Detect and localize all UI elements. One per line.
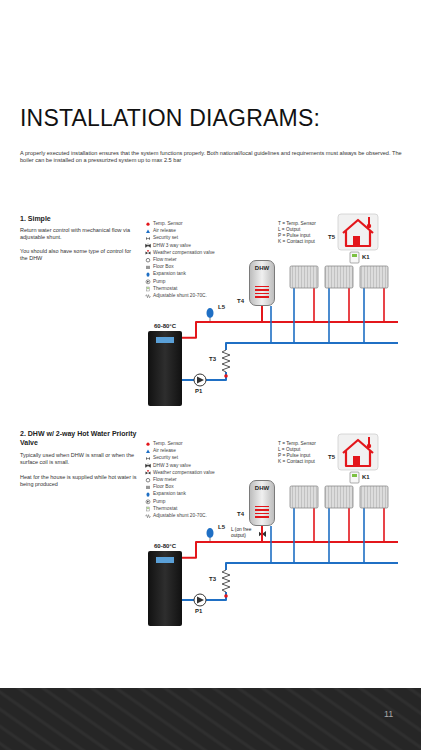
legend-symbol	[146, 237, 150, 240]
section-text: Typically used when DHW is small or when…	[20, 452, 138, 466]
legend-symbol	[146, 500, 150, 504]
callout-label: P1	[194, 608, 203, 616]
temperature-label: 60-80°C	[148, 323, 182, 331]
legend-symbol	[146, 287, 149, 291]
intro-text: A properly executed installation ensures…	[20, 150, 405, 164]
key-line: L = Output	[278, 447, 300, 453]
callout-label: T4	[236, 511, 245, 519]
page-number: 11	[384, 709, 393, 720]
callout-label: L (on free output)	[230, 527, 259, 539]
legend-text: Weather compensation valve	[153, 250, 215, 256]
legend-text: Adjustable shunt 20-70C.	[153, 293, 207, 299]
legend-text: Weather compensation valve	[153, 470, 215, 476]
legend-symbol	[146, 280, 150, 284]
legend-symbol	[146, 486, 150, 489]
callout-label: K1	[361, 254, 371, 262]
legend-text: DHW 3 way valve	[153, 243, 191, 249]
tank-body: DHW	[249, 260, 275, 306]
house-sensor-icon	[338, 434, 378, 470]
legend-text: Security set	[153, 235, 178, 241]
legend-symbol	[146, 463, 151, 467]
section-text: Heat for the house is supplied while hot…	[20, 474, 138, 488]
callout-label: T5	[327, 234, 336, 242]
page-title: INSTALLATION DIAGRAMS:	[20, 104, 320, 133]
legend-text: Thermostat	[153, 506, 177, 512]
legend-symbol	[146, 449, 150, 453]
boiler-display	[156, 557, 174, 563]
boiler-unit: 60-80°C	[148, 323, 182, 406]
pipe-network	[182, 266, 398, 386]
temperature-label: 60-80°C	[148, 543, 182, 551]
key-line: T = Temp. Sensor	[278, 221, 316, 227]
key-line: T = Temp. Sensor	[278, 441, 316, 447]
legend-symbol	[146, 443, 149, 446]
callout-label: T3	[208, 356, 217, 364]
legend-text: Temp. Sensor	[153, 221, 183, 227]
thermostat-symbol	[350, 252, 359, 263]
tank-label: DHW	[250, 485, 274, 493]
section-text: You should also have some type of contro…	[20, 248, 138, 262]
legend-text: Expansion tank	[153, 491, 186, 497]
legend-text: Air release	[153, 228, 176, 234]
dhw-tank: DHW	[249, 260, 275, 306]
legend-text: Expansion tank	[153, 271, 186, 277]
callout-label: P1	[194, 388, 203, 396]
legend-text: Floor Box	[153, 484, 174, 490]
footer-band	[0, 688, 421, 750]
legend-text: Temp. Sensor	[153, 441, 183, 447]
callout-label: L5	[217, 524, 226, 532]
legend-symbol	[146, 470, 151, 475]
legend-symbol	[146, 223, 149, 226]
boiler-display	[156, 337, 174, 343]
section-text: Return water control with mechanical flo…	[20, 227, 138, 241]
legend-text: Air release	[153, 448, 176, 454]
key-line: K = Contact input	[278, 459, 315, 465]
legend-symbol	[146, 229, 150, 233]
legend-symbol	[147, 272, 150, 276]
legend-symbol	[146, 295, 151, 298]
tank-label: DHW	[250, 265, 274, 273]
legend-symbol	[146, 250, 151, 255]
key-line: P = Pulse input	[278, 453, 310, 459]
legend-text: Thermostat	[153, 286, 177, 292]
thermostat-symbol	[350, 472, 359, 483]
legend-symbol	[146, 515, 151, 518]
callout-label: T4	[236, 298, 245, 306]
boiler-unit: 60-80°C	[148, 543, 182, 626]
boiler-body	[148, 551, 182, 626]
legend-text: Floor Box	[153, 264, 174, 270]
legend-symbol	[146, 478, 150, 482]
callout-label: T5	[327, 454, 336, 462]
tank-coil	[255, 506, 269, 520]
legend-text: Security set	[153, 455, 178, 461]
legend-text: Adjustable shunt 20-70C.	[153, 513, 207, 519]
section-heading: 2. DHW w/ 2-way Hot Water Priority Valve	[20, 430, 138, 448]
tank-coil	[255, 286, 269, 300]
pipe-network	[182, 486, 398, 606]
callout-label: K1	[361, 474, 371, 482]
section-heading: 1. Simple	[20, 215, 138, 224]
legend-symbol	[146, 507, 149, 511]
dhw-tank: DHW	[249, 480, 275, 526]
house-sensor-icon	[338, 214, 378, 250]
legend-symbol	[146, 266, 150, 269]
key-line: L = Output	[278, 227, 300, 233]
legend-symbol	[146, 243, 151, 247]
legend-text: Pump	[153, 499, 166, 505]
legend-symbol	[146, 457, 150, 460]
key-line: P = Pulse input	[278, 233, 310, 239]
key-line: K = Contact input	[278, 239, 315, 245]
tank-body: DHW	[249, 480, 275, 526]
callout-label: L5	[217, 304, 226, 312]
legend-text: Flow meter	[153, 477, 177, 483]
legend-text: Pump	[153, 279, 166, 285]
legend-text: DHW 3 way valve	[153, 463, 191, 469]
legend-text: Flow meter	[153, 257, 177, 263]
legend-symbol	[147, 492, 150, 496]
callout-label: T3	[208, 576, 217, 584]
boiler-body	[148, 331, 182, 406]
legend-symbol	[146, 258, 150, 262]
